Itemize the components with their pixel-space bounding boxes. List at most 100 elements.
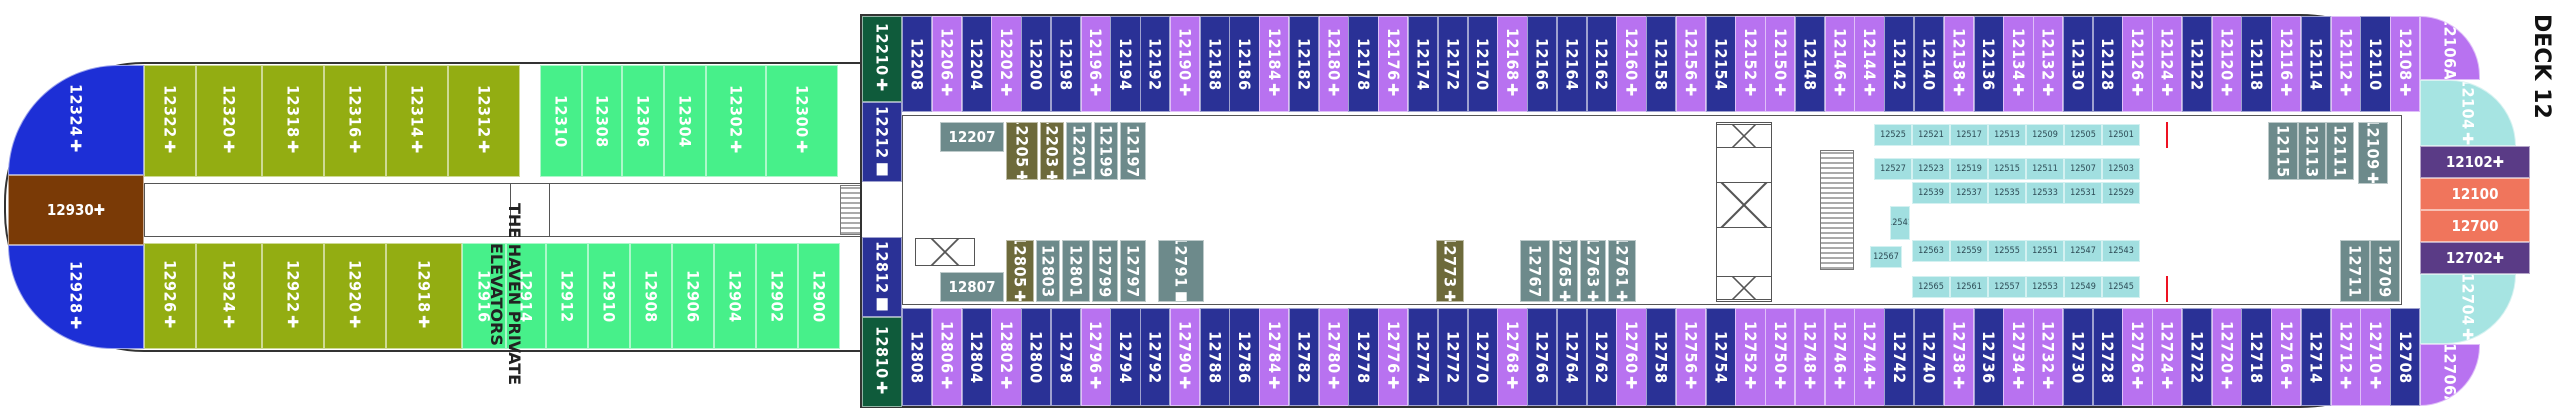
cabin-12812[interactable]: 12812■ [862, 237, 902, 317]
cabin-12178[interactable]: 12178 [1348, 16, 1379, 112]
cabin-12790[interactable]: 12790✚ [1169, 308, 1201, 406]
cabin-12112[interactable]: 12112✚ [2330, 16, 2361, 112]
cabin-12799[interactable]: 12799 [1092, 240, 1118, 302]
cabin-12543[interactable]: 12543 [2102, 240, 2140, 262]
cabin-12806[interactable]: 12806✚ [931, 308, 962, 406]
cabin-12802[interactable]: 12802✚ [991, 308, 1022, 406]
cabin-12162[interactable]: 12162 [1586, 16, 1617, 112]
cabin-12126[interactable]: 12126✚ [2122, 16, 2153, 112]
cabin-12190[interactable]: 12190✚ [1169, 16, 1201, 112]
cabin-12539[interactable]: 12539 [1912, 182, 1950, 204]
cabin-12782[interactable]: 12782 [1288, 308, 1320, 406]
cabin-12115[interactable]: 12115 [2268, 122, 2298, 180]
cabin-12791[interactable]: 12791■ [1158, 240, 1204, 302]
cabin-12904[interactable]: 12904 [714, 243, 756, 349]
cabin-12308[interactable]: 12308 [582, 65, 622, 177]
cabin-12700[interactable]: 12700 [2420, 210, 2530, 242]
cabin-12192[interactable]: 12192 [1140, 16, 1171, 112]
cabin-12109[interactable]: 12109✚ [2358, 122, 2388, 184]
cabin-12756[interactable]: 12756✚ [1675, 308, 1707, 406]
cabin-12204[interactable]: 12204 [961, 16, 992, 112]
cabin-12111[interactable]: 12111 [2326, 122, 2354, 180]
cabin-12172[interactable]: 12172 [1437, 16, 1468, 112]
cabin-12720[interactable]: 12720✚ [2211, 308, 2242, 406]
cabin-12505[interactable]: 12505 [2064, 124, 2102, 146]
cabin-12766[interactable]: 12766 [1527, 308, 1558, 406]
cabin-12212[interactable]: 12212■ [862, 102, 902, 182]
cabin-12148[interactable]: 12148 [1794, 16, 1826, 112]
cabin-12503[interactable]: 12503 [2102, 158, 2140, 180]
cabin-12553[interactable]: 12553 [2026, 276, 2064, 298]
cabin-12128[interactable]: 12128 [2092, 16, 2123, 112]
cabin-12200[interactable]: 12200 [1021, 16, 1052, 112]
cabin-12318[interactable]: 12318✚ [262, 65, 324, 177]
cabin-12930[interactable]: 12930✚ [8, 175, 144, 245]
cabin-12709[interactable]: 12709 [2370, 240, 2400, 302]
cabin-12140[interactable]: 12140 [1914, 16, 1945, 112]
cabin-12567[interactable]: 12567 [1870, 246, 1902, 268]
cabin-12762[interactable]: 12762 [1586, 308, 1617, 406]
cabin-12547[interactable]: 12547 [2064, 240, 2102, 262]
cabin-12796[interactable]: 12796✚ [1080, 308, 1111, 406]
cabin-12555[interactable]: 12555 [1988, 240, 2026, 262]
cabin-12106A[interactable]: 12106A [2420, 16, 2480, 80]
cabin-12801[interactable]: 12801 [1062, 240, 1090, 302]
cabin-12803[interactable]: 12803 [1036, 240, 1060, 302]
cabin-12517[interactable]: 12517 [1950, 124, 1988, 146]
cabin-12523[interactable]: 12523 [1912, 158, 1950, 180]
cabin-12525[interactable]: 12525 [1874, 124, 1912, 146]
cabin-12805[interactable]: 12805✚ [1006, 240, 1034, 302]
cabin-12800[interactable]: 12800 [1021, 308, 1052, 406]
cabin-12208[interactable]: 12208 [902, 16, 933, 112]
cabin-12565[interactable]: 12565 [1912, 276, 1950, 298]
cabin-12549[interactable]: 12549 [2064, 276, 2102, 298]
cabin-12176[interactable]: 12176✚ [1378, 16, 1409, 112]
cabin-12714[interactable]: 12714 [2300, 308, 2332, 406]
cabin-12704[interactable]: 12704✚ [2420, 274, 2516, 344]
cabin-12716[interactable]: 12716✚ [2271, 308, 2302, 406]
cabin-12166[interactable]: 12166 [1527, 16, 1558, 112]
cabin-12521[interactable]: 12521 [1912, 124, 1950, 146]
cabin-12205[interactable]: 12205✚ [1006, 122, 1038, 180]
cabin-12158[interactable]: 12158 [1646, 16, 1677, 112]
cabin-12108[interactable]: 12108✚ [2390, 16, 2421, 112]
cabin-12765[interactable]: 12765✚ [1552, 240, 1578, 302]
cabin-12529[interactable]: 12529 [2102, 182, 2140, 204]
cabin-12767[interactable]: 12767 [1520, 240, 1550, 302]
cabin-12559[interactable]: 12559 [1950, 240, 1988, 262]
cabin-12920[interactable]: 12920✚ [324, 243, 386, 349]
cabin-12928[interactable]: 12928✚ [8, 245, 144, 349]
cabin-12778[interactable]: 12778 [1348, 308, 1379, 406]
cabin-12788[interactable]: 12788 [1199, 308, 1230, 406]
cabin-12199[interactable]: 12199 [1094, 122, 1118, 180]
cabin-12160[interactable]: 12160✚ [1616, 16, 1647, 112]
cabin-12744[interactable]: 12744✚ [1854, 308, 1885, 406]
cabin-12102[interactable]: 12102✚ [2420, 146, 2530, 178]
cabin-12118[interactable]: 12118 [2241, 16, 2272, 112]
cabin-12908[interactable]: 12908 [630, 243, 672, 349]
cabin-12557[interactable]: 12557 [1988, 276, 2026, 298]
cabin-12702[interactable]: 12702✚ [2420, 242, 2530, 274]
cabin-12726[interactable]: 12726✚ [2122, 308, 2153, 406]
cabin-12708[interactable]: 12708 [2390, 308, 2421, 406]
cabin-12531[interactable]: 12531 [2064, 182, 2102, 204]
cabin-12513[interactable]: 12513 [1988, 124, 2026, 146]
cabin-12154[interactable]: 12154 [1705, 16, 1736, 112]
cabin-12914[interactable]: 12914 [506, 243, 546, 349]
cabin-12906[interactable]: 12906 [672, 243, 714, 349]
cabin-12776[interactable]: 12776✚ [1378, 308, 1409, 406]
cabin-12918[interactable]: 12918✚ [386, 243, 462, 349]
cabin-12922[interactable]: 12922✚ [262, 243, 324, 349]
cabin-12201[interactable]: 12201 [1066, 122, 1092, 180]
cabin-12194[interactable]: 12194 [1110, 16, 1141, 112]
cabin-12770[interactable]: 12770 [1467, 308, 1498, 406]
cabin-12774[interactable]: 12774 [1408, 308, 1439, 406]
cabin-12728[interactable]: 12728 [2092, 308, 2123, 406]
cabin-12752[interactable]: 12752✚ [1735, 308, 1766, 406]
cabin-12304[interactable]: 12304 [664, 65, 706, 177]
cabin-12104[interactable]: 12104✚ [2420, 80, 2516, 146]
cabin-12507[interactable]: 12507 [2064, 158, 2102, 180]
cabin-12900[interactable]: 12900 [798, 243, 840, 349]
cabin-12551[interactable]: 12551 [2026, 240, 2064, 262]
cabin-12509[interactable]: 12509 [2026, 124, 2064, 146]
